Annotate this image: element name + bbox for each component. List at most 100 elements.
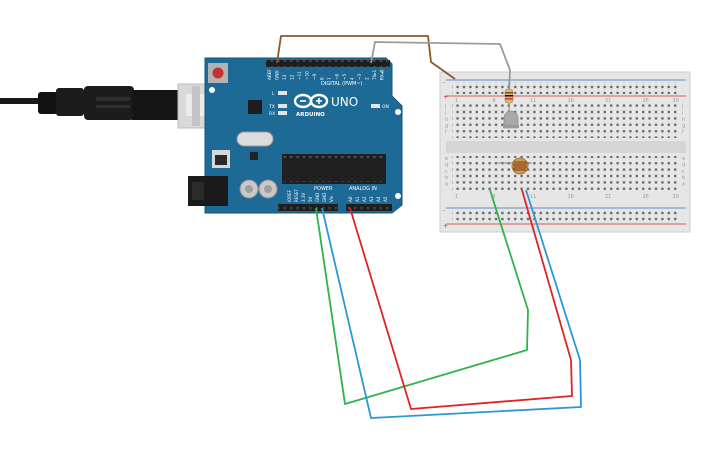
- row-letter: b: [682, 175, 685, 181]
- row-letter: f: [682, 130, 684, 136]
- led-label-l: L: [272, 91, 275, 97]
- digital-pin-label: 4: [350, 77, 355, 80]
- digital-pin-label: RX◂0: [380, 69, 385, 80]
- usb-port: [192, 86, 200, 126]
- row-letter: g: [682, 123, 685, 129]
- top-rail-minus-label: -: [443, 79, 445, 86]
- led[interactable]: [503, 110, 519, 129]
- on-label: ON: [382, 104, 389, 110]
- row-letter: g: [445, 123, 448, 129]
- row-letter: e: [682, 156, 685, 162]
- digital-pin-label: 12: [290, 74, 295, 80]
- led-rx: [278, 111, 287, 115]
- analog-pin-label: A4: [376, 196, 381, 202]
- power-header[interactable]: [278, 204, 338, 211]
- digital-pin-label: ~9: [312, 73, 317, 80]
- bottom-rail-plus-label: +: [443, 223, 448, 230]
- wire-blue[interactable]: [321, 189, 582, 419]
- led-tx: [278, 104, 287, 108]
- wire-red[interactable]: [349, 189, 573, 410]
- analog-pin-label: A5: [383, 196, 388, 202]
- analog-header-label: ANALOG IN: [349, 186, 377, 192]
- analog-header[interactable]: [346, 204, 392, 211]
- power-pin-label: 3.3V: [301, 193, 306, 202]
- microcontroller-chip: [282, 154, 386, 184]
- row-letter: c: [682, 169, 685, 175]
- column-number: 6: [493, 98, 496, 104]
- model-label: UNO: [331, 95, 358, 109]
- reset-button[interactable]: [208, 63, 228, 83]
- led-l: [278, 91, 287, 95]
- wire-gray[interactable]: [370, 41, 511, 93]
- row-letter: i: [445, 110, 446, 116]
- column-number: 16: [568, 194, 574, 200]
- column-number: 1: [455, 194, 458, 200]
- digital-header[interactable]: [266, 60, 390, 67]
- led-label-tx: TX: [268, 104, 275, 110]
- top-rail-plus-label: +: [443, 94, 448, 101]
- analog-pin-label: A3: [369, 196, 374, 202]
- center-channel: [446, 141, 686, 153]
- upper-terminal-holes[interactable]: [452, 104, 680, 138]
- digital-pin-label: 7: [327, 77, 332, 80]
- usb-chip: [248, 100, 262, 114]
- led-label-rx: RX: [269, 111, 275, 117]
- power-pin-label: GND: [322, 193, 327, 202]
- power-pin-label: Vin: [329, 195, 334, 202]
- power-pin-label: GND: [315, 193, 320, 202]
- row-letter: h: [445, 117, 448, 123]
- wire-green[interactable]: [315, 189, 529, 405]
- digital-pin-label: ~10: [305, 71, 310, 80]
- column-number: 21: [605, 194, 611, 200]
- digital-pin-label: ~11: [297, 71, 302, 80]
- analog-pin-label: A1: [355, 196, 360, 202]
- bottom-rail-minus-label: -: [443, 207, 445, 214]
- digital-pin-label: TX▸1: [372, 69, 377, 81]
- bottom-rail-holes[interactable]: [452, 210, 680, 222]
- column-number: 11: [530, 98, 536, 104]
- top-rail-holes[interactable]: [452, 82, 680, 94]
- usb-cable[interactable]: [0, 83, 223, 129]
- row-letter: a: [445, 182, 448, 188]
- power-pin-label: 5V: [308, 196, 313, 202]
- led-on: [371, 104, 380, 108]
- row-letter: j: [681, 104, 683, 110]
- column-number: 21: [605, 98, 611, 104]
- power-header-label: POWER: [314, 186, 333, 192]
- row-letter: i: [682, 110, 683, 116]
- resistor[interactable]: [504, 82, 514, 112]
- power-jack[interactable]: [188, 176, 228, 206]
- row-letter: e: [445, 156, 448, 162]
- digital-pin-label: 2: [365, 77, 370, 80]
- row-letter: h: [682, 117, 685, 123]
- analog-pin-label: A2: [362, 196, 367, 202]
- mount-hole: [395, 193, 401, 199]
- digital-pin-label: 8: [320, 77, 325, 80]
- digital-pin-label: ~6: [335, 73, 340, 80]
- digital-pin-label: GND: [275, 70, 280, 80]
- row-letter: f: [445, 130, 447, 136]
- column-number: 11: [530, 194, 536, 200]
- mount-hole: [209, 87, 215, 93]
- power-pin-label: RESET: [294, 189, 299, 202]
- arduino-logo: [293, 93, 329, 109]
- column-number: 1: [455, 98, 458, 104]
- brand-label: ARDUINO: [296, 112, 325, 118]
- wire-brown[interactable]: [276, 35, 456, 80]
- photoresistor[interactable]: [498, 157, 532, 175]
- column-number: 30: [673, 98, 679, 104]
- digital-pin-label: ~3: [357, 73, 362, 80]
- lower-terminal-holes[interactable]: [452, 156, 680, 190]
- row-letter: j: [444, 104, 446, 110]
- arduino-board[interactable]: L TX RX ON ARDUINO UNO DIGITAL (PWM~) AR…: [188, 57, 403, 214]
- digital-header-label: DIGITAL (PWM~): [321, 81, 363, 87]
- column-number: 26: [643, 194, 649, 200]
- column-number: 30: [673, 194, 679, 200]
